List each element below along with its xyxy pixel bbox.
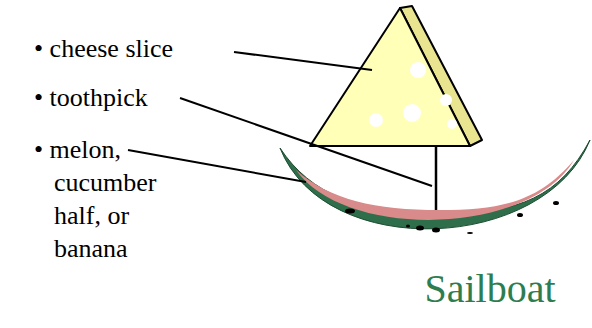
cheese-holes — [369, 62, 457, 129]
part-label: • cheese slice — [34, 32, 274, 65]
part-label: • toothpick — [34, 81, 274, 114]
melon-flesh — [296, 160, 574, 220]
part-label: • melon, cucumber half, or banana — [34, 133, 180, 265]
leader-line — [180, 98, 432, 186]
cheese-slice — [310, 8, 470, 146]
leader-line — [234, 52, 372, 70]
melon-seeds — [345, 201, 559, 234]
toothpick-mast — [435, 140, 438, 212]
melon-rind — [280, 140, 590, 229]
title: Sailboat — [424, 266, 555, 312]
